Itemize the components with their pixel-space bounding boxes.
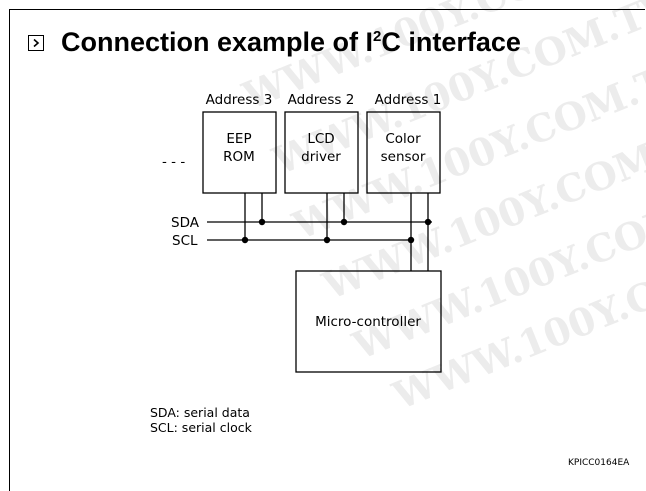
junction-dot — [407, 236, 415, 244]
microcontroller-label: Micro-controller — [315, 314, 421, 330]
title-prefix: Connection example of I — [61, 27, 374, 57]
title-row: Connection example of I2C interface — [28, 29, 521, 56]
legend-sda: SDA: serial data — [150, 405, 250, 420]
device-box-color-sensor — [366, 111, 441, 194]
device-name-line1: Color — [385, 131, 421, 147]
arrow-right-box-icon — [28, 34, 44, 51]
device-name-line2: sensor — [381, 149, 426, 165]
microcontroller-box — [295, 270, 442, 373]
title-superscript: 2 — [373, 28, 382, 45]
legend-notes: SDA: serial data SCL: serial clock — [150, 405, 252, 435]
junction-dot — [258, 218, 266, 226]
scl-label: SCL — [172, 233, 198, 249]
title-suffix: C interface — [381, 27, 521, 57]
junction-dot — [241, 236, 249, 244]
sda-label: SDA — [171, 215, 200, 231]
device-box-lcd — [284, 111, 359, 194]
device-name-line2: driver — [301, 149, 341, 165]
device-name-line1: EEP — [226, 131, 251, 147]
junction-dot — [323, 236, 331, 244]
device-name-line2: ROM — [223, 149, 255, 165]
legend-scl: SCL: serial clock — [150, 420, 252, 435]
device-name-line1: LCD — [307, 131, 334, 147]
figure-frame — [9, 9, 645, 491]
device-address-label: Address 2 — [288, 92, 355, 108]
bus-continuation-dashes: - - - — [162, 154, 185, 170]
junction-dot — [424, 218, 432, 226]
page-title: Connection example of I2C interface — [61, 29, 521, 56]
junction-dot — [340, 218, 348, 226]
device-box-eeprom — [202, 111, 277, 194]
device-address-label: Address 1 — [375, 92, 442, 108]
device-address-label: Address 3 — [206, 92, 273, 108]
figure-code: KPICC0164EA — [568, 458, 630, 468]
